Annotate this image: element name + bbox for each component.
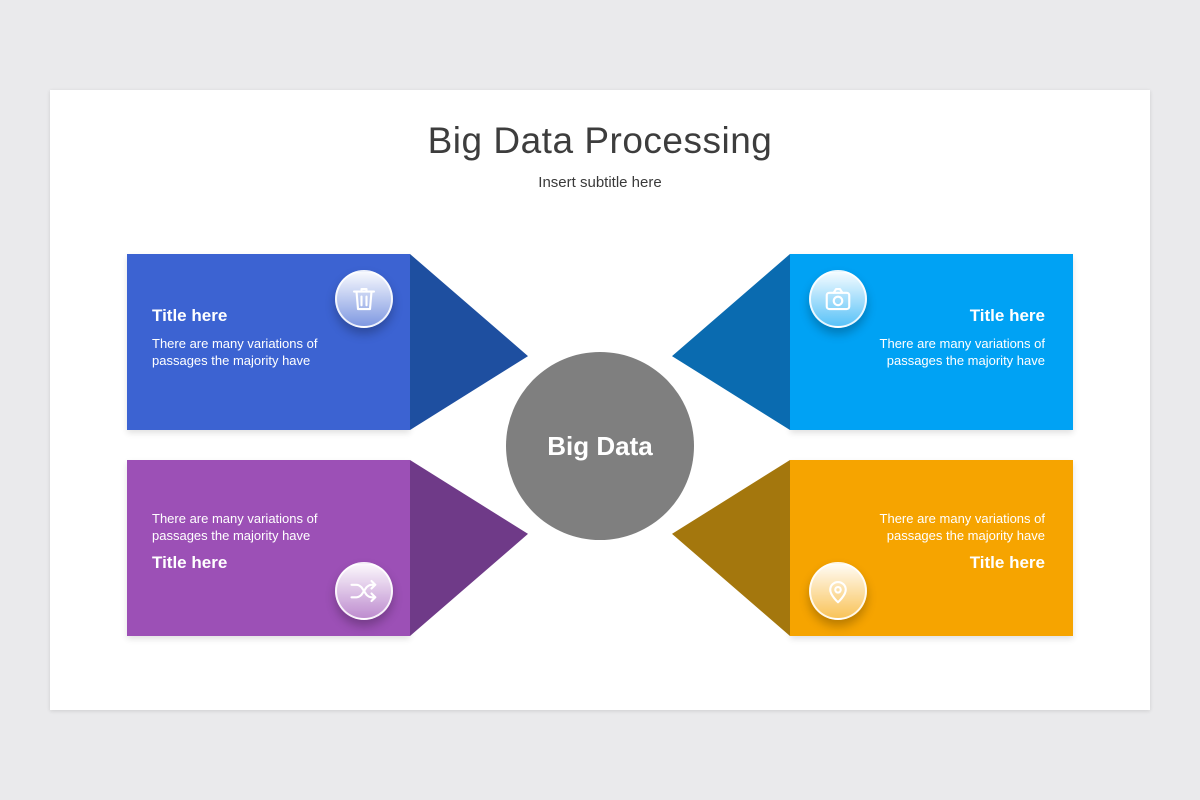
info-box-bottom-right: There are many variations of passages th… xyxy=(790,460,1073,636)
center-label: Big Data xyxy=(547,430,653,461)
slide-title: Big Data Processing xyxy=(427,120,773,161)
box-title: Title here xyxy=(969,306,1045,325)
info-box-top-left: Title here There are many variations of … xyxy=(127,254,410,430)
slide-subtitle: Insert subtitle here xyxy=(538,174,662,191)
box-body: There are many variations of passages th… xyxy=(879,336,1045,369)
box-body: There are many variations of passages th… xyxy=(879,511,1045,544)
box-title: Title here xyxy=(152,306,228,325)
info-box-content: Title here There are many variations of … xyxy=(127,254,410,430)
info-box-content: There are many variations of passages th… xyxy=(127,460,410,636)
center-circle-ring: Big Data xyxy=(496,342,704,550)
center-circle: Big Data xyxy=(506,352,694,540)
info-box-content: There are many variations of passages th… xyxy=(790,460,1073,636)
location-pin-icon xyxy=(829,581,847,604)
info-box-bottom-left: There are many variations of passages th… xyxy=(127,460,410,636)
slide-canvas: Big Data Processing Insert subtitle here… xyxy=(50,90,1150,710)
trash-icon xyxy=(352,287,376,311)
shuffle-icon-badge xyxy=(335,562,393,620)
box-title: Title here xyxy=(152,553,228,573)
camera-icon-badge xyxy=(809,270,867,328)
box-title: Title here xyxy=(969,553,1045,573)
box-body: There are many variations of passages th… xyxy=(152,336,318,369)
shuffle-icon xyxy=(350,579,377,603)
location-pin-icon-badge xyxy=(809,562,867,620)
info-box-content: Title here There are many variations of … xyxy=(790,254,1073,430)
camera-icon xyxy=(825,287,851,311)
box-body: There are many variations of passages th… xyxy=(152,511,318,544)
info-box-top-right: Title here There are many variations of … xyxy=(790,254,1073,430)
trash-icon-badge xyxy=(335,270,393,328)
